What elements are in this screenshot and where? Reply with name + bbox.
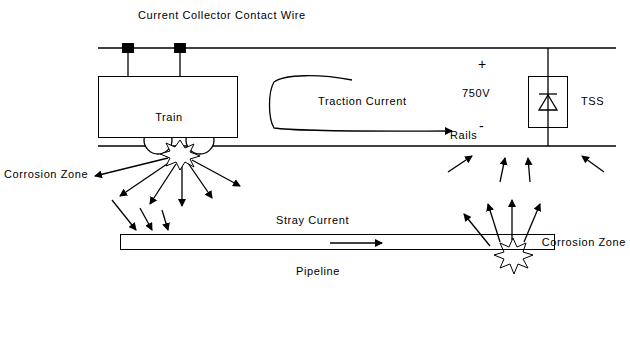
current-label: Traction Current — [318, 95, 407, 108]
polarity-sign: + — [478, 58, 487, 71]
stray-arrow — [528, 158, 530, 182]
polarity-sign: - — [479, 120, 484, 133]
corrosion-burst — [160, 140, 200, 170]
stray-current-label: Stray Current — [276, 214, 349, 227]
traction-current-arrow — [270, 76, 453, 131]
pantograph-shoe — [122, 43, 134, 53]
pipeline-bar: Pipeline — [120, 234, 555, 250]
stray-arrow — [448, 156, 472, 172]
stray-arrow — [112, 200, 136, 230]
stray-current-arrow — [330, 242, 382, 243]
stray-arrow — [140, 208, 152, 230]
node-text: TSS — [581, 95, 604, 108]
stray-arrow — [95, 158, 168, 176]
pantograph-shoe — [174, 43, 186, 53]
stray-arrow — [488, 204, 500, 242]
substation-box: TSS — [528, 76, 568, 128]
diode-wire — [547, 76, 548, 128]
feeder — [547, 128, 548, 146]
diode-symbol — [539, 95, 557, 110]
node-text: Pipeline — [296, 265, 340, 278]
stray-arrow — [464, 214, 490, 246]
wire-label: Current Collector Contact Wire — [138, 9, 306, 22]
stray-arrow — [162, 210, 168, 230]
corrosion-label: Corrosion Zone — [4, 168, 88, 181]
corrosion-label: Corrosion Zone — [542, 236, 626, 249]
corrosion-burst — [494, 238, 533, 274]
stray-arrow — [500, 158, 505, 182]
stray-arrow — [150, 164, 176, 204]
train-box: Train — [98, 76, 238, 138]
stray-arrow — [120, 162, 170, 196]
node-text: Train — [155, 111, 183, 124]
stray-arrow — [524, 204, 540, 242]
stray-arrow — [192, 160, 240, 186]
voltage-label: 750V — [462, 87, 490, 100]
stray-arrow — [181, 165, 182, 206]
feeder — [547, 48, 548, 76]
rails-label: Rails — [450, 129, 477, 142]
stray-arrow — [582, 156, 604, 172]
